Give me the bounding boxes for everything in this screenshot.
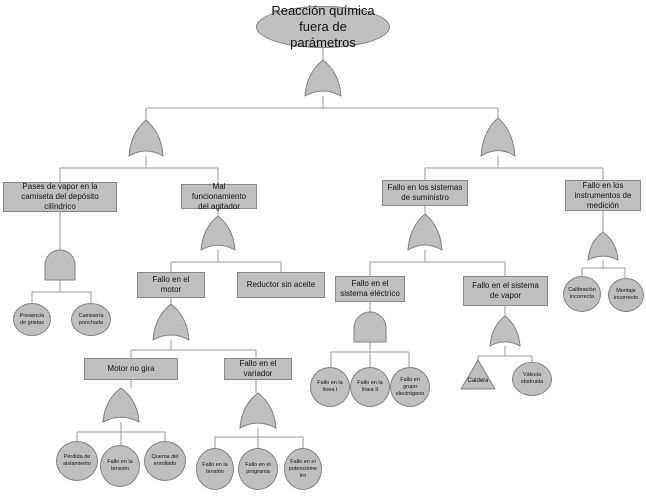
event-vapor-camisa: Pases de vapor en la camiseta del depósi… [3,182,117,212]
gate-motor-or [152,303,190,341]
gate-agitador-or [200,215,236,251]
basic-enrollado: Quema del enrollado [144,441,186,481]
event-reductor: Reductor sin aceite [237,272,325,298]
basic-grupo: Fallo en grupo electrógeno [390,367,430,407]
basic-valvula: Válvula obstruida [512,362,552,396]
gate-instrumentos-or [587,231,619,261]
basic-montaje: Montaje incorrecto [608,278,644,312]
basic-camisa-ponchada: Camisería ponchada [71,303,111,336]
basic-tension-motor: Fallo en la tensión [100,445,140,487]
basic-potenciometro: Fallo en el potencióme tro [284,448,322,490]
basic-programa: Fallo en el programa [238,448,278,490]
gate-variador-or [239,392,277,429]
event-agitador: Mal funcionamiento del agitador [181,182,257,211]
event-motor: Fallo en el motor [137,272,205,298]
event-instrumentos: Fallo en los instrumentos de medición [565,180,641,211]
connector-lines [31,47,626,448]
gate-suministro-or [407,213,443,251]
basic-linea2: Fallo en la línea II [350,367,390,407]
caldera-triangle [460,359,496,390]
gate-vapor-camisa-and [44,249,76,281]
event-vapor: Fallo en el sistema de vapor [463,276,548,306]
gate-left-top-or [128,119,164,157]
basic-calibracion: Calibración incorrecta [563,276,601,312]
basic-grietas: Presencia de grietas [13,303,51,336]
logic-gates [44,59,619,429]
gate-vapor-or [489,315,521,347]
gate-top-or [304,59,342,97]
gate-electrico-and [353,311,387,343]
basic-tension-var: Fallo en la tensión [196,448,234,490]
top-event: Reacción química fuera de parámetros [256,3,390,50]
event-motor-no-gira: Motor no gira [84,358,178,380]
event-suministro: Fallo en los sistemas de suministro [382,180,468,206]
gate-right-top-or [480,117,516,157]
basic-aislamiento: Pérdida de aislamiento [56,441,98,481]
gate-motor-no-gira-or [102,387,140,423]
event-electrico: Fallo en el sistema eléctrico [335,276,405,302]
caldera-label: Caldera [467,378,489,384]
basic-linea1: Fallo en la línea I [310,367,350,407]
event-variador: Fallo en el variador [224,358,292,380]
